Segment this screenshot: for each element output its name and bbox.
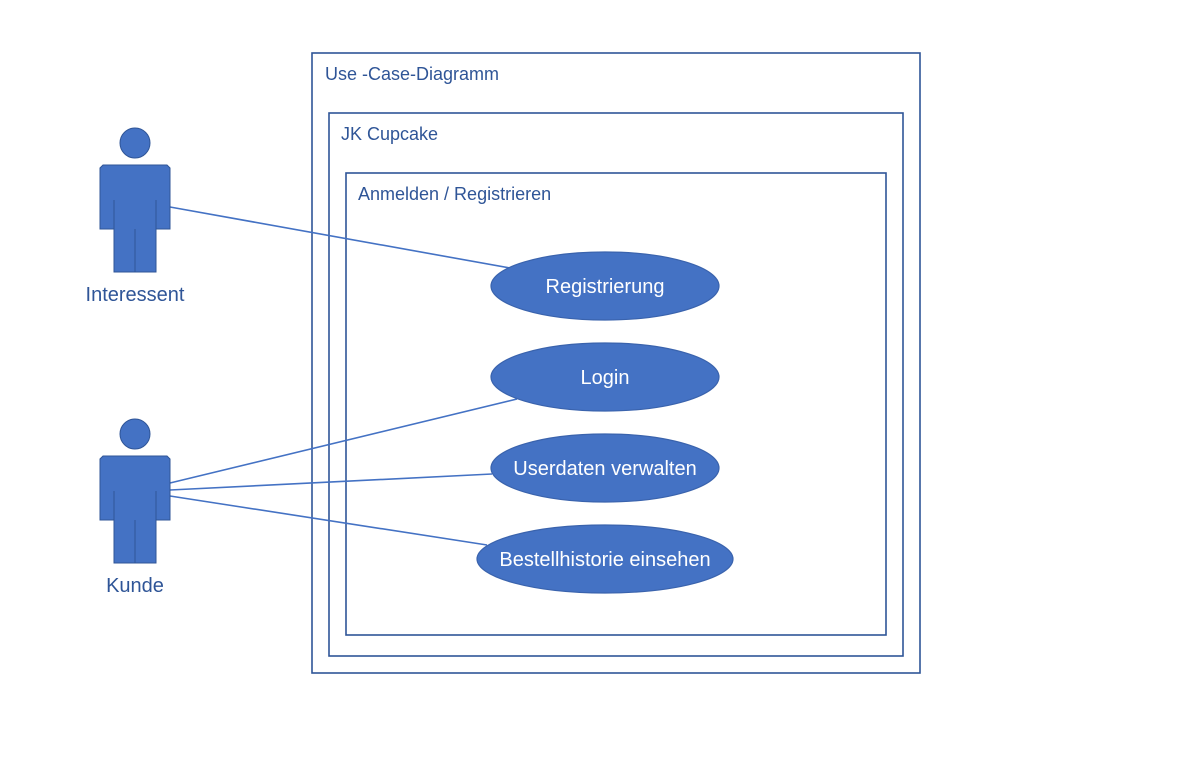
use-case-label: Bestellhistorie einsehen (499, 549, 710, 571)
frame-title-package: Anmelden / Registrieren (358, 184, 551, 204)
actor-interessent[interactable]: Interessent (86, 127, 185, 306)
frame-title-outer: Use -Case-Diagramm (325, 64, 499, 84)
association-kunde-bestellhistorie (169, 495, 488, 546)
association-kunde-userdaten (169, 473, 493, 491)
use-case-bestellhistorie-einsehen[interactable]: Bestellhistorie einsehen (476, 524, 734, 594)
use-case-label: Login (581, 367, 630, 389)
actor-figure-icon (99, 164, 171, 273)
associations (169, 206, 518, 546)
association-interessent-registrierung (169, 206, 511, 269)
frame-package: Anmelden / Registrieren (345, 172, 887, 636)
frame-use-case-diagram: Use -Case-Diagramm (311, 52, 921, 674)
use-case-login[interactable]: Login (490, 342, 720, 412)
actor-head-icon (119, 127, 151, 159)
frame-title-system: JK Cupcake (341, 124, 438, 144)
frame-system-boundary: JK Cupcake (328, 112, 904, 657)
actor-head-icon (119, 418, 151, 450)
use-case-label: Userdaten verwalten (513, 458, 696, 480)
actor-kunde[interactable]: Kunde (99, 418, 171, 597)
actor-label-kunde: Kunde (106, 575, 164, 597)
actor-figure-icon (99, 455, 171, 564)
use-case-registrierung[interactable]: Registrierung (490, 251, 720, 321)
use-case-label: Registrierung (546, 276, 665, 298)
association-kunde-login (169, 398, 518, 484)
actor-label-interessent: Interessent (86, 284, 185, 306)
use-case-userdaten-verwalten[interactable]: Userdaten verwalten (490, 433, 720, 503)
